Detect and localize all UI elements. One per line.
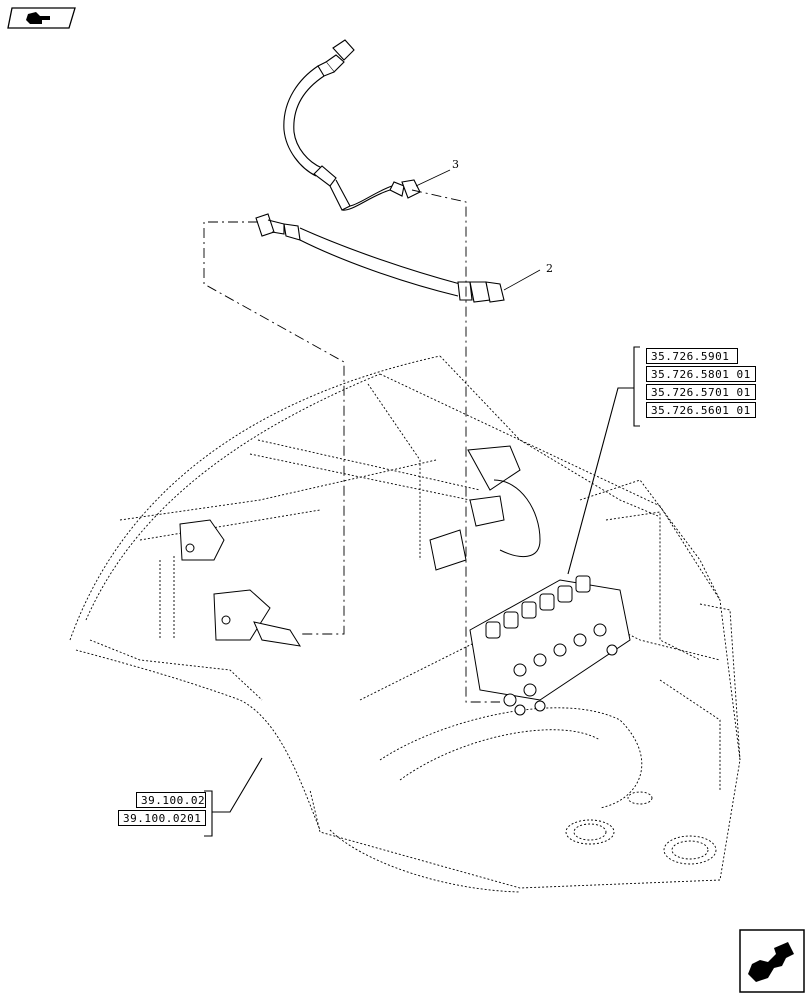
ref-code-35-726-5901[interactable]: 35.726.5901 — [646, 348, 738, 364]
control-valve — [469, 575, 631, 716]
ref-code-39-100-02[interactable]: 39.100.02 — [136, 792, 206, 808]
frame-holes — [565, 791, 717, 865]
ref-code-35-726-5701-01[interactable]: 35.726.5701 01 — [646, 384, 756, 400]
left-reference-list: 39.100.02 39.100.0201 — [118, 792, 206, 828]
hand-pointing-icon — [739, 929, 805, 993]
next-page-button[interactable] — [738, 928, 806, 994]
fittings — [179, 445, 541, 647]
ref-code-35-726-5601-01[interactable]: 35.726.5601 01 — [646, 402, 756, 418]
right-reference-list: 35.726.5901 35.726.5801 01 35.726.5701 0… — [646, 348, 756, 420]
callout-item-2[interactable]: 2 — [546, 262, 553, 275]
right-reference-leader — [567, 346, 640, 575]
hose-item-2 — [255, 213, 505, 303]
callout-item-3[interactable]: 3 — [452, 158, 459, 171]
left-reference-leader — [204, 757, 263, 837]
hose-item-3 — [283, 39, 421, 211]
ref-code-39-100-0201[interactable]: 39.100.0201 — [118, 810, 206, 826]
hand-pointing-icon — [7, 7, 76, 29]
ref-code-35-726-5801-01[interactable]: 35.726.5801 01 — [646, 366, 756, 382]
previous-page-button[interactable] — [6, 6, 76, 30]
callout-leaders — [415, 169, 541, 291]
leader-lines — [203, 189, 500, 703]
